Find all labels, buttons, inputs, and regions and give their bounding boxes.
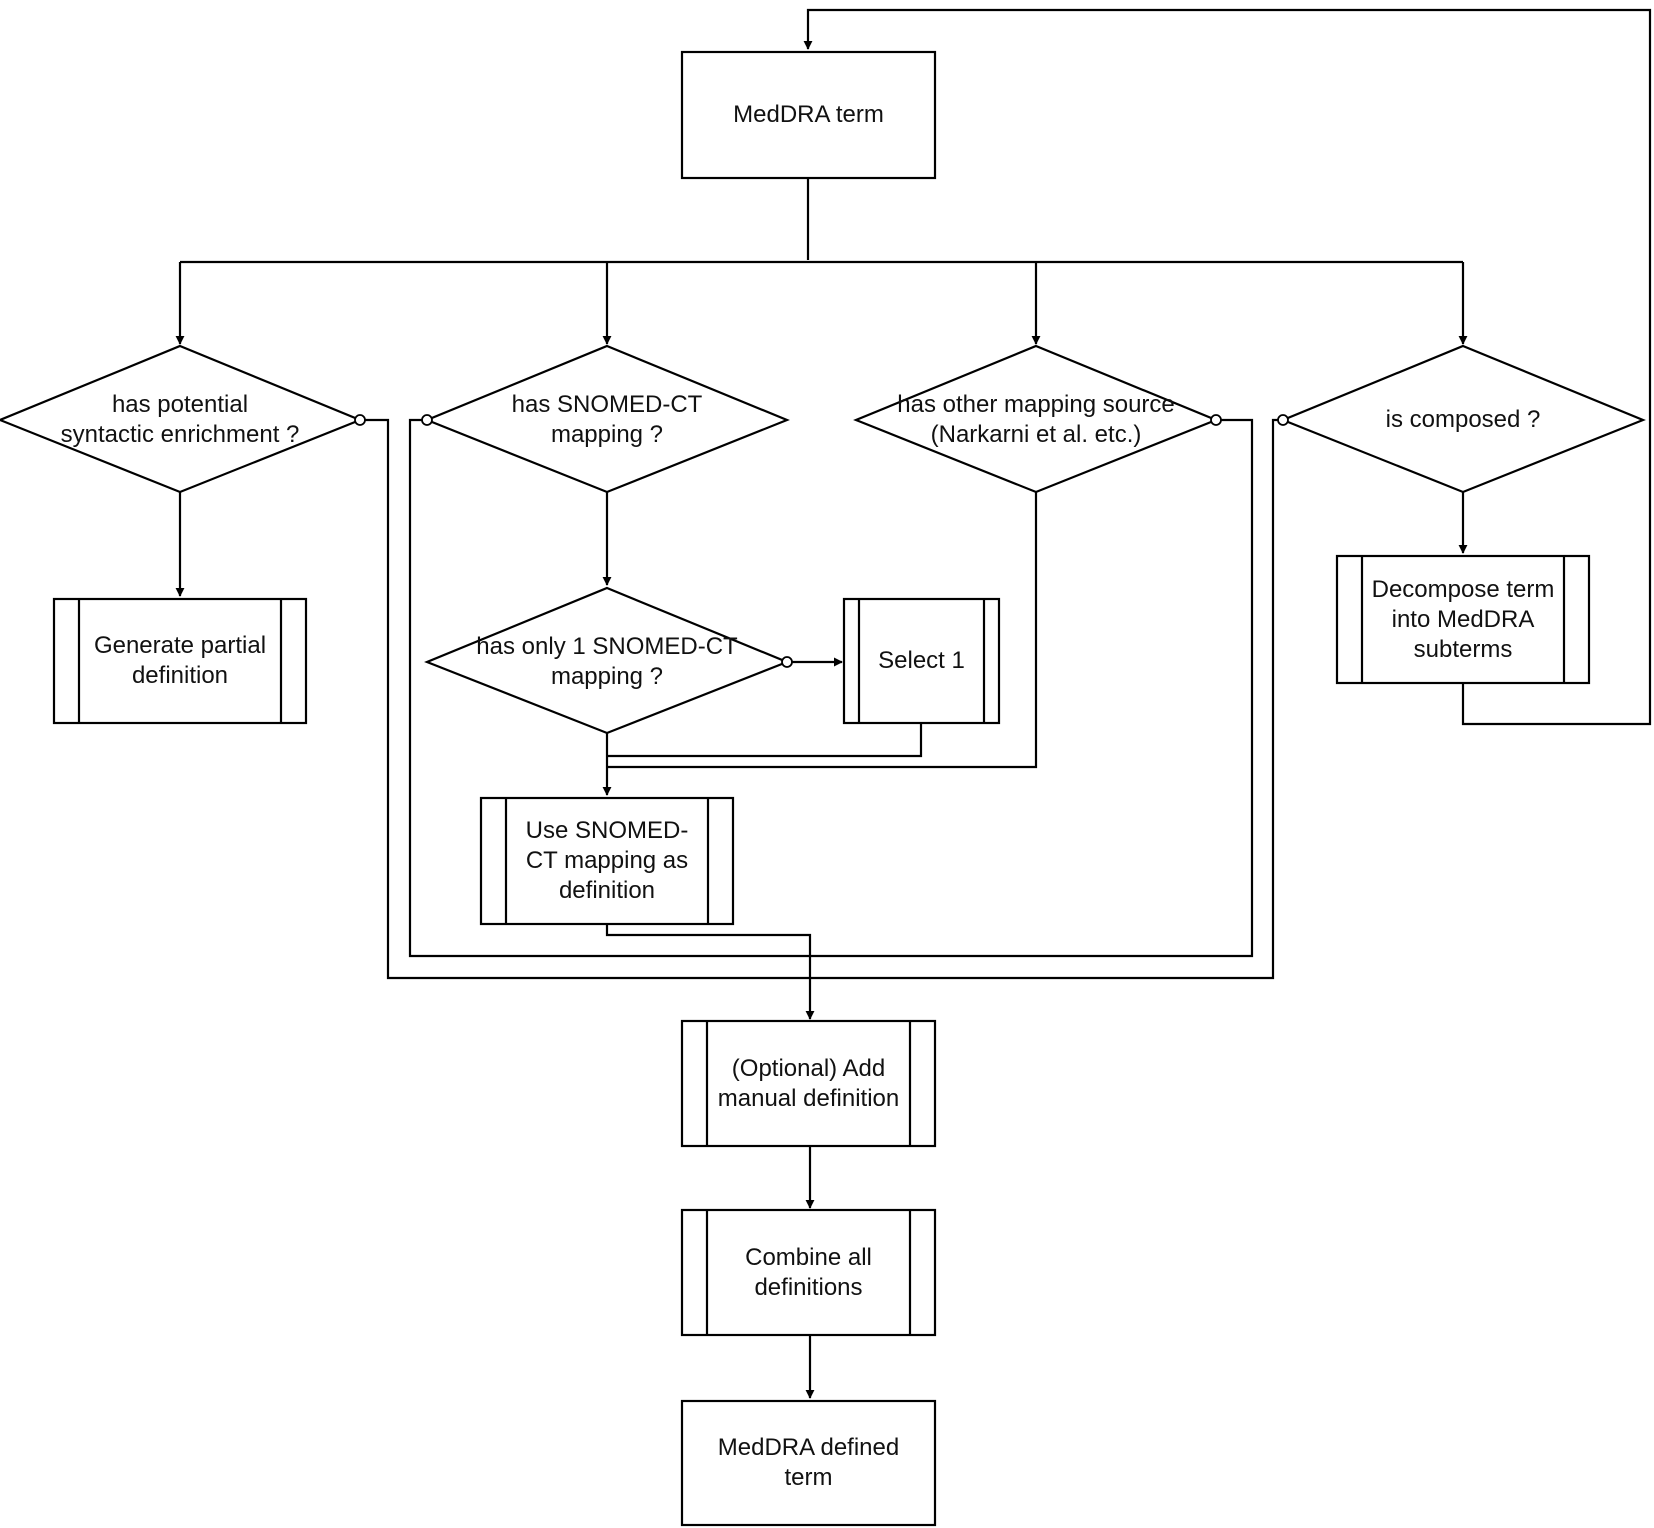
connection-point-only1-right — [781, 656, 793, 668]
is-composed-label: is composed ? — [1385, 406, 1541, 433]
has-only-1-snomed-mapping-label: has only 1 SNOMED-CT mapping ? — [476, 633, 738, 690]
connector-decompose-loop — [803, 8, 1652, 726]
has-only-1-snomed-mapping-diamond — [424, 586, 790, 735]
has-other-mapping-source-label: has other mapping source (Narkarni et al… — [897, 391, 1175, 448]
meddra-term-label: MedDRA term — [733, 101, 884, 128]
shapes — [0, 50, 1646, 1527]
has-potential-enrichment-label: has potential syntactic enrichment ? — [60, 391, 300, 448]
has-potential-enrichment-diamond — [0, 344, 363, 494]
connector-enrichment-bypass — [364, 418, 1281, 980]
optional-add-manual-label: (Optional) Add manual definition — [717, 1054, 900, 1112]
connection-point-enrichment-right — [354, 414, 366, 426]
use-snomed-mapping-box — [479, 796, 735, 926]
connector-select1-return — [607, 723, 923, 758]
has-snomed-mapping-diamond — [424, 344, 790, 494]
meddra-defined-term-label: MedDRA defined term — [717, 1434, 900, 1491]
connection-point-snomed-left — [421, 414, 433, 426]
connector-snomed-bypass — [408, 418, 1254, 958]
generate-partial-definition-box — [52, 597, 308, 725]
optional-add-manual-box — [680, 1019, 937, 1148]
meddra-term-box — [680, 50, 937, 180]
combine-all-box — [680, 1208, 937, 1337]
select-1-box — [842, 597, 1001, 725]
connection-point-composed-left — [1277, 414, 1289, 426]
connectors — [175, 8, 1652, 1399]
has-snomed-mapping-label: has SNOMED-CT mapping ? — [511, 391, 703, 448]
use-snomed-mapping-label: Use SNOMED- CT mapping as definition — [525, 817, 689, 904]
meddra-defined-term-box — [680, 1399, 937, 1527]
connection-point-other-source-right — [1210, 414, 1222, 426]
generate-partial-definition-label: Generate partial definition — [93, 632, 267, 689]
has-other-mapping-source-diamond — [853, 344, 1219, 494]
is-composed-diamond — [1280, 344, 1646, 494]
connector-use-snomed-to-optional — [605, 924, 815, 1020]
select-1-label: Select 1 — [878, 647, 965, 674]
connection-points — [354, 414, 1289, 668]
combine-all-label: Combine all definitions — [745, 1243, 872, 1301]
connector-other-source-return — [607, 492, 1038, 769]
decompose-term-label: Decompose term into MedDRA subterms — [1371, 575, 1555, 663]
decompose-term-box — [1335, 554, 1591, 685]
